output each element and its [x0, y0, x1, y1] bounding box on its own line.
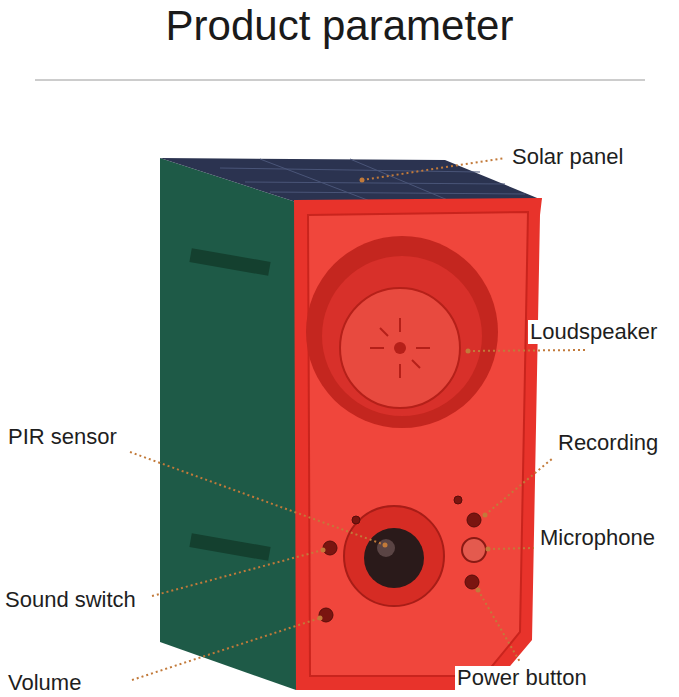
microphone [462, 538, 486, 562]
pir-ring [344, 506, 444, 606]
front-housing [294, 198, 542, 690]
loudspeaker-horn [322, 256, 482, 416]
housing-side [160, 158, 296, 690]
part-label: Sound switch [3, 588, 138, 612]
part-label: Solar panel [510, 145, 625, 169]
button [319, 496, 481, 622]
housing-slot [189, 248, 270, 276]
page-title: Product parameter [166, 3, 514, 49]
part-label: Loudspeaker [528, 320, 659, 344]
pir-highlight [377, 539, 395, 557]
housing-slot [189, 533, 270, 561]
loudspeaker-horn [306, 236, 498, 428]
part-label: Recording [556, 431, 660, 455]
solar-panel [160, 158, 542, 202]
part-label: Power button [455, 666, 589, 690]
divider-line [35, 80, 645, 81]
part-label: Microphone [538, 526, 657, 550]
solar-grid [220, 159, 525, 201]
loudspeaker-cap [340, 288, 460, 408]
loudspeaker-center [394, 342, 406, 354]
part-label: PIR sensor [6, 425, 119, 449]
leader-line [130, 158, 585, 680]
leader-dot [318, 178, 491, 621]
part-label: Volume [6, 671, 83, 695]
pir-sensor [364, 528, 424, 588]
loudspeaker-grille [370, 318, 430, 378]
